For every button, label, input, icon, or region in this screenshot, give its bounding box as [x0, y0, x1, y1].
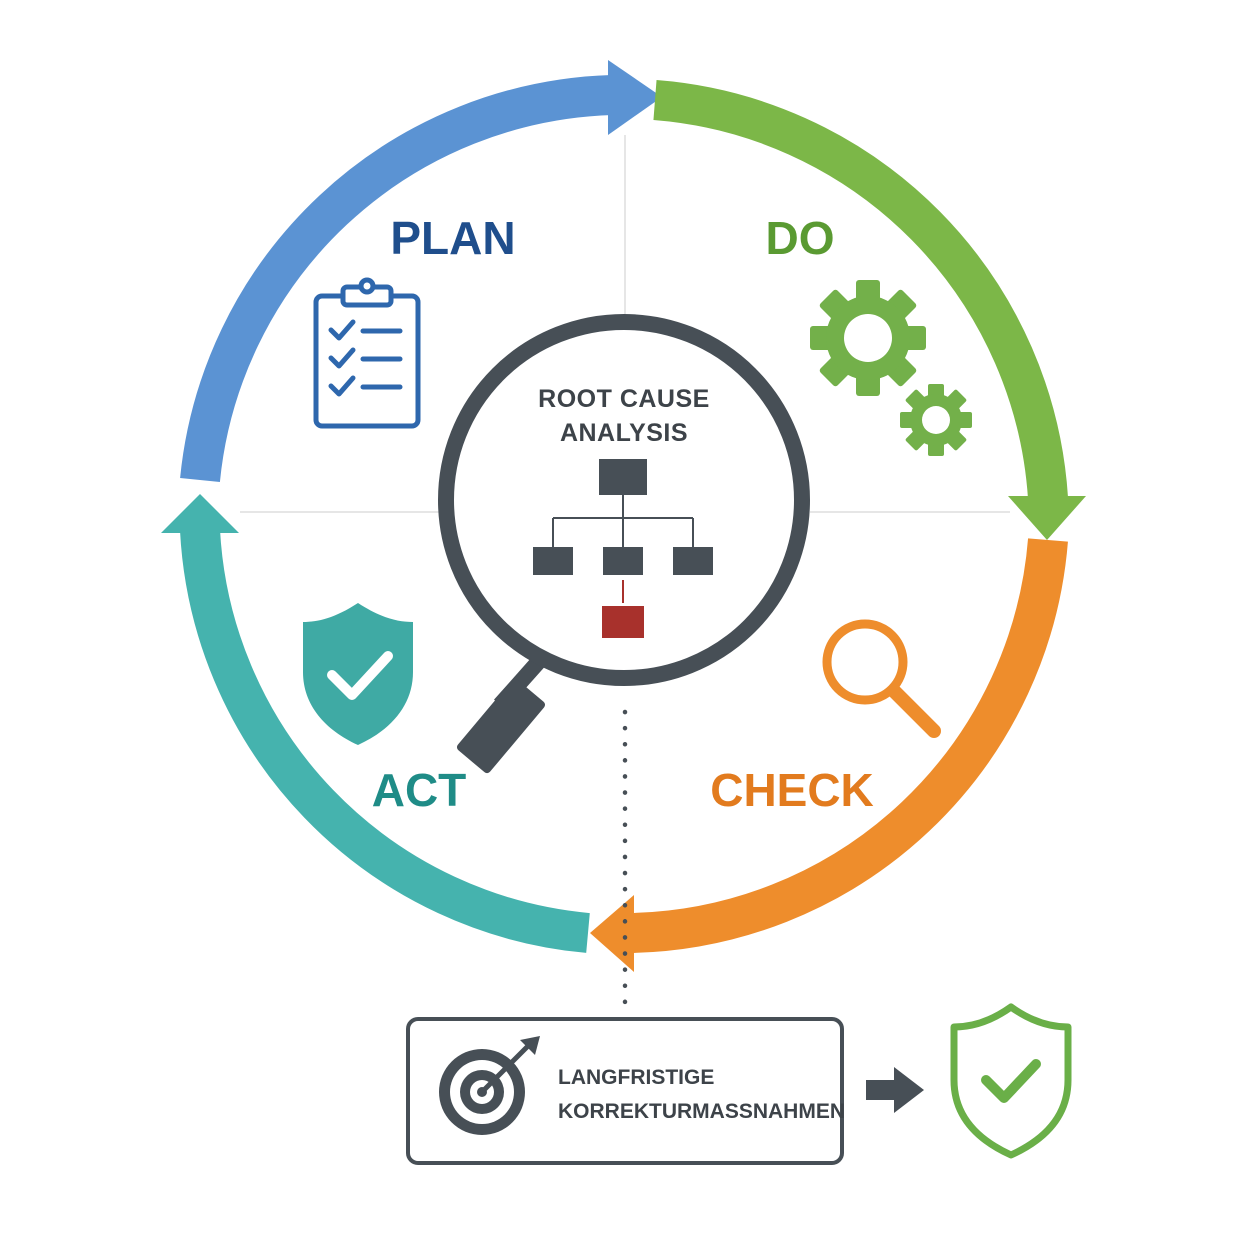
gears-icon: [810, 280, 972, 456]
root-cause-node: [602, 606, 644, 638]
check-arc: [631, 538, 1068, 953]
outcome-shield-check-icon: [950, 1003, 1072, 1159]
do-arc: [653, 80, 1068, 500]
plan-arc: [180, 75, 613, 482]
target-arrow-icon: [439, 1036, 540, 1135]
hierarchy-tree: [533, 459, 713, 638]
act-arc: [180, 528, 590, 953]
check-label: CHECK: [710, 764, 874, 816]
cycle-arcs: [161, 60, 1086, 972]
rca-title-line2: ANALYSIS: [560, 419, 688, 447]
act-label: ACT: [372, 764, 467, 816]
hierarchy-node-right: [673, 547, 713, 575]
check-arrowhead: [590, 895, 634, 972]
hierarchy-node-middle: [603, 547, 643, 575]
clipboard-checklist-icon: [313, 277, 421, 429]
act-arrowhead: [161, 494, 239, 533]
quadrant-dividers: [240, 135, 1010, 513]
result-line2: KORREKTURMASSNAHMEN: [558, 1100, 845, 1123]
hierarchy-node-left: [533, 547, 573, 575]
do-label: DO: [766, 212, 835, 264]
result-box: LANGFRISTIGE KORREKTURMASSNAHMEN: [406, 1017, 845, 1165]
hierarchy-node-top: [599, 459, 647, 495]
plan-label: PLAN: [390, 212, 515, 264]
arrow-right-icon: [866, 1067, 924, 1113]
magnifier-icon: [822, 619, 941, 738]
result-line1: LANGFRISTIGE: [558, 1066, 714, 1089]
shield-check-icon: [303, 603, 413, 745]
do-arrowhead: [1008, 496, 1086, 540]
plan-arrowhead: [608, 60, 662, 135]
rca-title-line1: ROOT CAUSE: [538, 385, 710, 413]
